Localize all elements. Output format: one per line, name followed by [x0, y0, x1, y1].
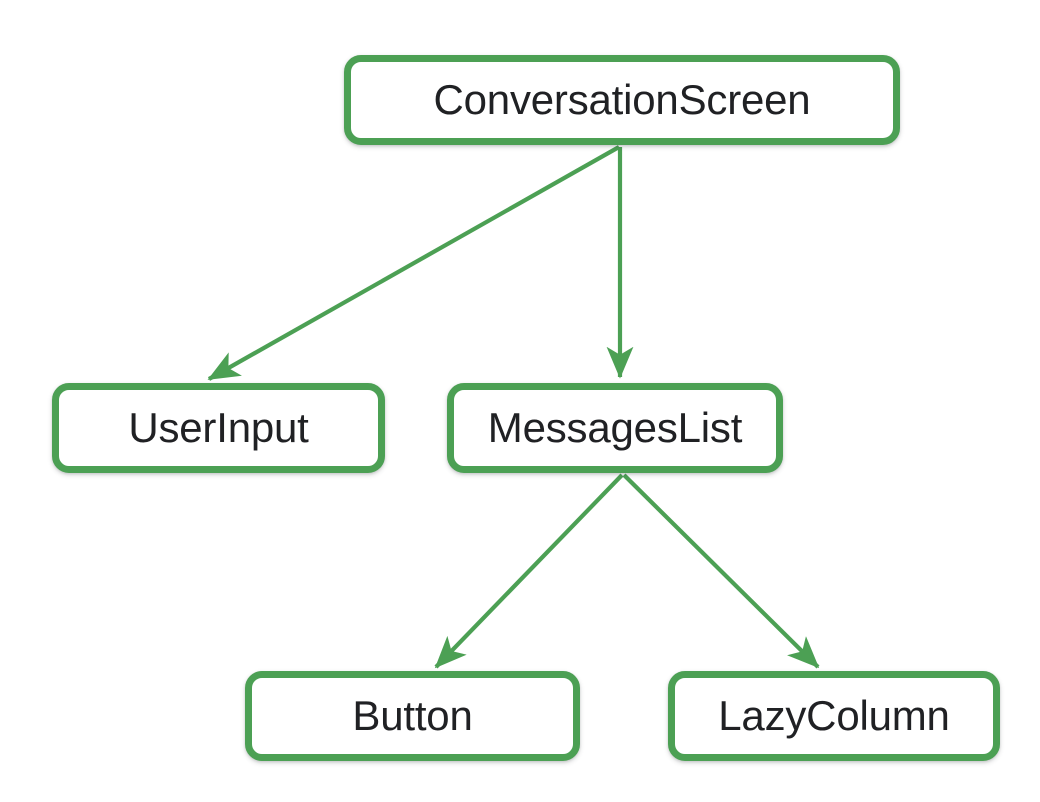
- node-messageslist[interactable]: MessagesList: [447, 383, 783, 473]
- edge-messageslist-to-lazycolumn: [622, 473, 820, 669]
- node-conversationscreen[interactable]: ConversationScreen: [344, 55, 900, 145]
- node-lazycolumn-label: LazyColumn: [718, 692, 950, 739]
- edge-conversationscreen-to-userinput: [207, 145, 621, 381]
- node-conversationscreen-label: ConversationScreen: [433, 76, 811, 123]
- node-userinput[interactable]: UserInput: [52, 383, 385, 473]
- node-button[interactable]: Button: [245, 671, 580, 761]
- edge-messageslist-to-button: [434, 473, 624, 669]
- node-messageslist-label: MessagesList: [487, 404, 743, 451]
- node-userinput-label: UserInput: [128, 404, 309, 451]
- node-lazycolumn[interactable]: LazyColumn: [668, 671, 1000, 761]
- node-button-label: Button: [352, 692, 473, 739]
